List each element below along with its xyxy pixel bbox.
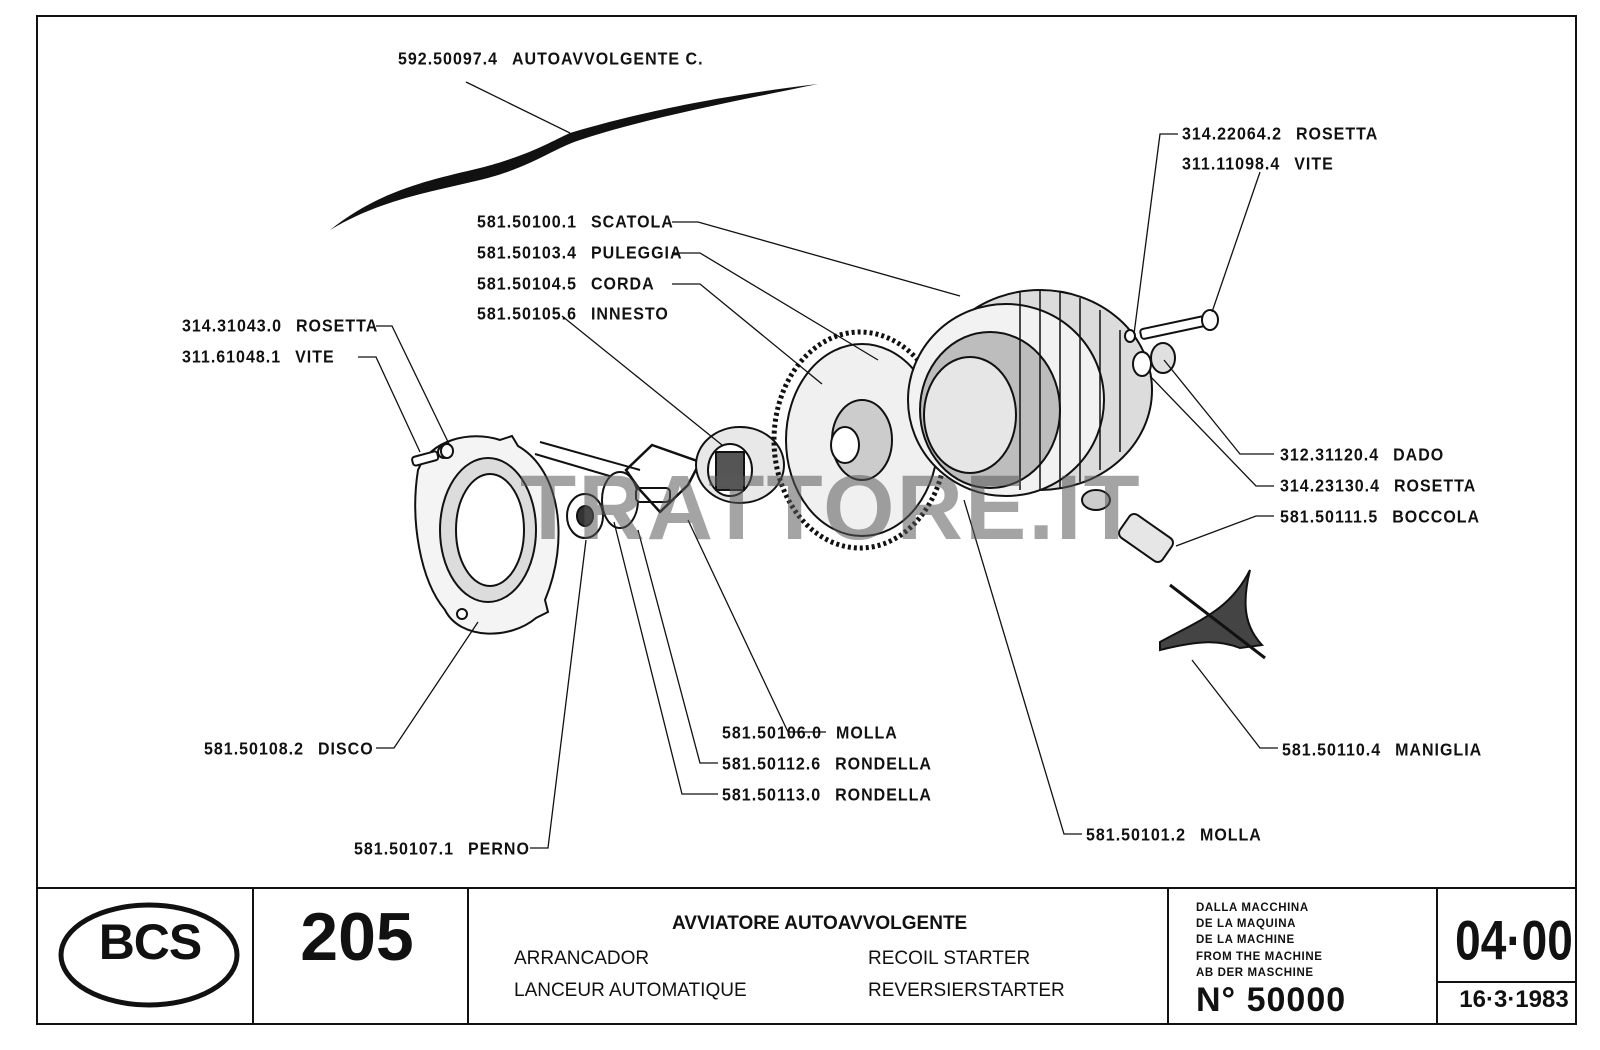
callout-label: 314.31043.0 ROSETTA [182,317,378,337]
callout-label: 314.23130.4 ROSETTA [1280,477,1476,497]
revision-code: 04·00 [1455,909,1573,972]
part-name: MANIGLIA [1395,741,1483,760]
serial-number: N° 50000 [1196,981,1347,1019]
bcs-logo-oval [58,902,240,1008]
part-code: 314.23130.4 [1280,477,1380,496]
part-code: 581.50100.1 [477,213,577,232]
part-name: VITE [295,348,335,367]
part-code: 581.50101.2 [1086,826,1186,845]
part-name: RONDELLA [835,786,932,805]
callout-label: 581.50113.0 RONDELLA [722,786,932,806]
title-spanish: ARRANCADOR [514,948,650,969]
title-french: LANCEUR AUTOMATIQUE [514,980,747,1001]
part-code: 581.50107.1 [354,840,454,859]
cover-screw-part [411,443,454,467]
title-german: REVERSIERSTARTER [868,980,1065,1001]
part-code: 581.50113.0 [722,786,822,805]
leader-lines [358,81,1278,849]
callout-label: 581.50104.5 CORDA [477,275,655,295]
revision-date: 16·3·1983 [1459,986,1569,1013]
part-name: RONDELLA [835,755,932,774]
callout-label: 581.50100.1 SCATOLA [477,213,674,233]
recoil-spring-band-part [330,84,818,230]
callout-label: 312.31120.4 DADO [1280,446,1444,466]
part-code: 314.22064.2 [1182,125,1282,144]
title-italian: AVVIATORE AUTOAVVOLGENTE [672,913,968,934]
part-code: 314.31043.0 [182,317,282,336]
part-name: VITE [1294,155,1334,174]
part-name: INNESTO [590,305,669,324]
table-number: 205 [300,899,414,975]
from-machine-line: AB DER MASCHINE [1196,966,1314,979]
part-name: ROSETTA [295,317,379,336]
brand-logo: BCS [98,914,203,970]
part-name: CORDA [590,275,655,294]
callout-label: 592.50097.4 AUTOAVVOLGENTE C. [398,50,704,70]
part-name: SCATOLA [590,213,674,232]
callout-label: 581.50105.6 INNESTO [477,305,669,325]
part-code: 581.50111.5 [1280,508,1379,527]
pawl-spring-part [624,443,702,514]
callout-label: 581.50107.1 PERNO [354,840,530,860]
title-english: RECOIL STARTER [868,948,1031,969]
part-code: 581.50110.4 [1282,741,1382,760]
callout-label: 581.50103.4 PULEGGIA [477,244,683,264]
callout-label: 581.50108.2 DISCO [204,740,374,760]
cover-disc-part [414,434,560,635]
part-name: PERNO [467,840,530,859]
part-code: 311.61048.1 [182,348,282,367]
from-machine-line: DALLA MACCHINA [1196,902,1309,914]
handle-assembly-part [1081,489,1266,660]
callout-label: 311.61048.1 VITE [182,348,335,368]
from-machine-line: DE LA MACHINE [1196,934,1295,947]
part-name: AUTOAVVOLGENTE C. [511,50,704,69]
starter-housing-part [907,289,1153,497]
part-code: 581.50106.0 [722,724,822,743]
part-code: 311.11098.4 [1182,155,1281,174]
callout-label: 581.50106.0 MOLLA [722,724,898,744]
part-name: DADO [1393,446,1445,465]
from-machine-block: DALLA MACCHINA DE LA MAQUINA DE LA MACHI… [1196,900,1323,981]
engagement-ratchet-part [695,426,785,504]
part-name: ROSETTA [1393,477,1477,496]
part-name: MOLLA [1199,826,1262,845]
pin-part [534,441,671,539]
drawing-frame [36,15,1577,1025]
part-code: 581.50108.2 [204,740,304,759]
part-code: 312.31120.4 [1280,446,1380,465]
part-name: DISCO [317,740,374,759]
watermark-text: TRATTORE.IT [520,457,1142,559]
callout-label: 581.50110.4 MANIGLIA [1282,741,1482,761]
from-machine-line: DE LA MAQUINA [1196,918,1297,931]
part-code: 592.50097.4 [398,50,498,69]
part-name: PULEGGIA [590,244,683,263]
part-name: MOLLA [835,724,898,743]
part-name: ROSETTA [1295,125,1379,144]
callout-label: 581.50111.5 BOCCOLA [1280,508,1480,528]
callout-label: 581.50101.2 MOLLA [1086,826,1262,846]
part-name: BOCCOLA [1392,508,1481,527]
part-code: 581.50104.5 [477,275,577,294]
from-machine-line: FROM THE MACHINE [1196,950,1323,963]
part-code: 581.50105.6 [477,305,577,324]
callout-label: 314.22064.2 ROSETTA [1182,125,1378,145]
part-code: 581.50112.6 [722,755,822,774]
part-code: 581.50103.4 [477,244,577,263]
callout-label: 581.50112.6 RONDELLA [722,755,932,775]
callout-label: 311.11098.4 VITE [1182,155,1334,175]
